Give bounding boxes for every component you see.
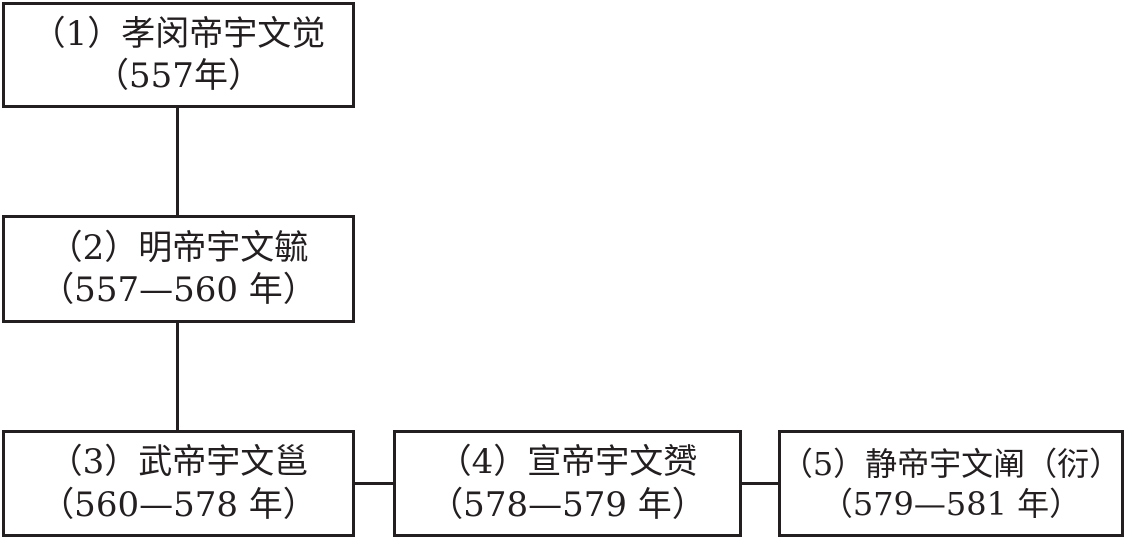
node-xuan-emperor: （4）宣帝宇文赟 （578—579 年） (393, 430, 742, 537)
node-reign-years: （560—578 年） (40, 484, 317, 525)
node-title: （1）孝闵帝宇文觉 (31, 13, 326, 54)
node-ming-emperor: （2）明帝宇文毓 （557—560 年） (2, 215, 355, 323)
connector-1-2 (176, 108, 179, 215)
node-wu-emperor: （3）武帝宇文邕 （560—578 年） (2, 430, 355, 537)
connector-2-3 (176, 323, 179, 430)
node-reign-years: （578—579 年） (429, 484, 706, 525)
node-title: （5）静帝宇文阐（衍） (780, 444, 1122, 483)
node-title: （3）武帝宇文邕 (48, 442, 309, 482)
node-title: （4）宣帝宇文赟 (437, 442, 698, 482)
node-jing-emperor: （5）静帝宇文阐（衍） （579—581 年） (778, 430, 1124, 537)
connector-3-4 (355, 482, 393, 485)
connector-4-5 (742, 482, 778, 485)
node-reign-years: （557—560 年） (40, 270, 317, 310)
node-reign-years: （557年） (95, 56, 262, 96)
node-title: （2）明帝宇文毓 (48, 227, 309, 268)
node-reign-years: （579—581 年） (820, 484, 1082, 523)
node-xiaomin-emperor: （1）孝闵帝宇文觉 （557年） (2, 2, 355, 108)
